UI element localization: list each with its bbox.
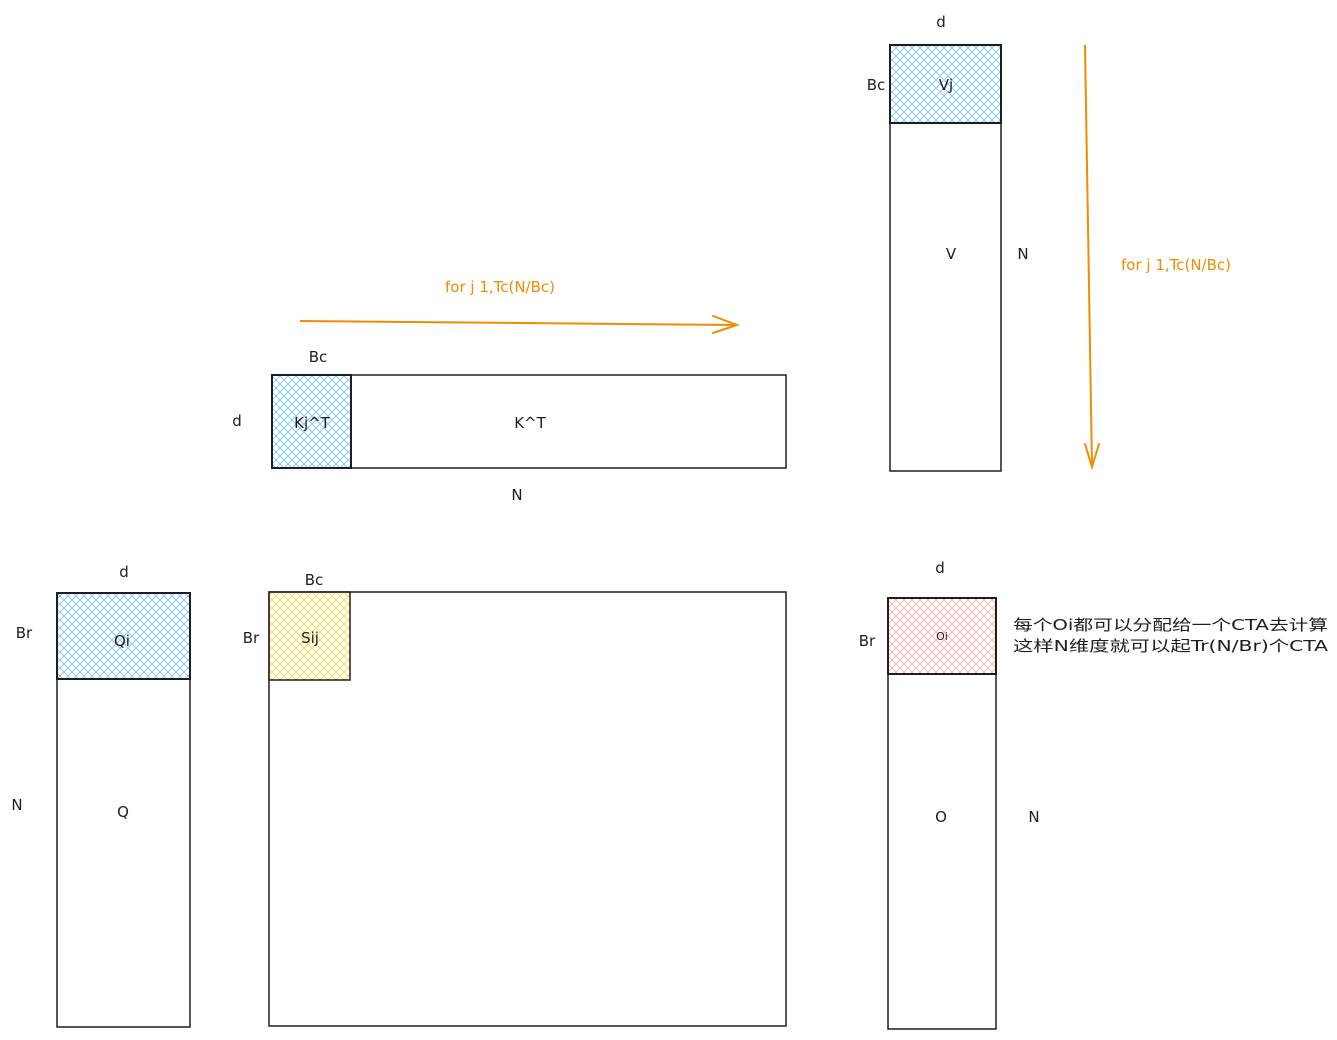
k-block-dim-label: Bc xyxy=(309,348,328,366)
qi-block xyxy=(56,592,191,680)
sij-block-label: Sij xyxy=(301,629,319,647)
qi-block-label: Qi xyxy=(114,632,130,650)
s-matrix-outline xyxy=(268,591,787,1027)
q-matrix-label: Q xyxy=(117,803,129,821)
cta-note-line-1: 每个Oi都可以分配给一个CTA去计算 xyxy=(1013,616,1328,634)
q-rows-dim-label: N xyxy=(11,796,22,814)
cta-note-line-2: 这样N维度就可以起Tr(N/Br)个CTA xyxy=(1013,637,1329,655)
v-loop-arrow: for j 1,Tc(N/Bc) xyxy=(1084,44,1231,471)
s-block-rows-dim-label: Br xyxy=(243,629,260,647)
cta-note: 每个Oi都可以分配给一个CTA去计算 这样N维度就可以起Tr(N/Br)个CTA xyxy=(1013,616,1329,655)
q-matrix: Qi Q d Br N xyxy=(11,563,191,1028)
o-cols-dim-label: d xyxy=(935,559,945,577)
kj-block xyxy=(271,374,352,469)
q-cols-dim-label: d xyxy=(119,563,129,581)
v-block-dim-label: Bc xyxy=(867,76,886,94)
o-matrix-label: O xyxy=(935,808,947,826)
k-loop-arrow: for j 1,Tc(N/Bc) xyxy=(299,278,740,334)
k-transpose-matrix: Kj^T K^T Bc d N xyxy=(232,348,787,504)
k-rows-dim-label: d xyxy=(232,412,242,430)
v-rows-dim-label: N xyxy=(1017,245,1028,263)
k-matrix-label: K^T xyxy=(514,414,546,432)
o-rows-dim-label: N xyxy=(1028,808,1039,826)
s-block-cols-dim-label: Bc xyxy=(305,571,324,589)
s-matrix: Sij Bc Br xyxy=(243,571,787,1027)
sij-block xyxy=(268,591,351,681)
vj-block xyxy=(889,44,1002,124)
oi-block xyxy=(887,597,997,675)
v-matrix-label: V xyxy=(946,245,957,263)
v-matrix: Vj V d Bc N xyxy=(867,13,1029,472)
v-loop-arrow-label: for j 1,Tc(N/Bc) xyxy=(1121,256,1231,274)
kj-block-label: Kj^T xyxy=(294,414,331,432)
k-cols-dim-label: N xyxy=(511,486,522,504)
oi-block-label: Oi xyxy=(936,630,948,643)
vj-block-label: Vj xyxy=(939,76,953,94)
q-block-dim-label: Br xyxy=(16,624,33,642)
k-loop-arrow-label: for j 1,Tc(N/Bc) xyxy=(445,278,555,296)
v-cols-dim-label: d xyxy=(936,13,946,31)
o-block-dim-label: Br xyxy=(859,632,876,650)
o-matrix: Oi O d Br N xyxy=(859,559,1040,1030)
